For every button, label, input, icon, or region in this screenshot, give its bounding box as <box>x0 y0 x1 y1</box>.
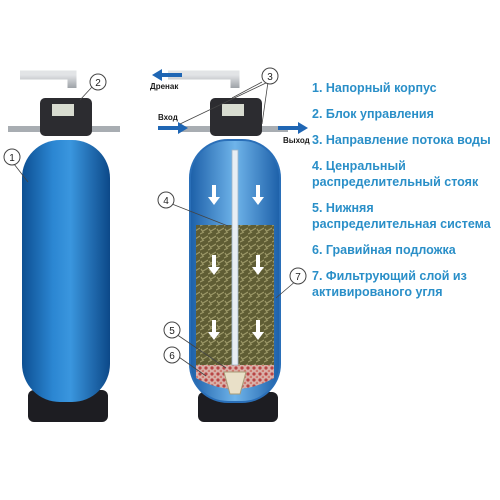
callout-1: 1 <box>3 148 21 166</box>
callout-3: 3 <box>261 67 279 85</box>
flow-arrows <box>208 185 264 340</box>
legend-item-2: 2. Блок управления <box>312 107 434 121</box>
legend-item-1: 1. Напорный корпус <box>312 81 437 95</box>
left-control-valve <box>40 98 92 136</box>
drain-arrow <box>152 69 182 81</box>
drain-pipe <box>168 70 240 88</box>
central-riser <box>231 149 239 366</box>
legend: 1. Напорный корпус 2. Блок управления 3.… <box>312 80 498 310</box>
callout-4: 4 <box>157 191 175 209</box>
legend-item-4: 4. Ценральный распределительный стояк <box>312 159 479 189</box>
right-display <box>222 104 244 116</box>
left-tank <box>8 70 120 422</box>
svg-text:3: 3 <box>267 72 273 83</box>
callout-7: 7 <box>289 267 307 285</box>
legend-item-7: 7. Фильтрующий слой из активированого уг… <box>312 269 467 299</box>
svg-text:4: 4 <box>163 196 169 207</box>
left-pressure-vessel <box>22 140 110 402</box>
right-control-valve <box>210 98 262 136</box>
callout-5: 5 <box>163 321 181 339</box>
left-display <box>52 104 74 116</box>
legend-item-5: 5. Нижняя распределительная система <box>312 201 491 231</box>
callout-6: 6 <box>163 346 181 364</box>
external-arrows <box>152 69 308 134</box>
drain-label: Дренак <box>150 82 179 91</box>
legend-item-3: 3. Направление потока воды <box>312 133 491 147</box>
svg-text:5: 5 <box>169 326 175 337</box>
inlet-label: Вход <box>158 113 178 122</box>
outlet-label: Выход <box>283 136 310 145</box>
svg-text:7: 7 <box>295 272 301 283</box>
left-bypass-pipe <box>20 70 77 88</box>
bottom-distributor <box>223 371 247 395</box>
callouts: 1 2 3 4 7 5 6 <box>3 67 307 364</box>
leader-lines <box>13 81 298 377</box>
inlet-arrow <box>158 122 188 134</box>
callout-2: 2 <box>89 73 107 91</box>
legend-item-6: 6. Гравийная подложка <box>312 243 456 257</box>
svg-text:2: 2 <box>95 78 101 89</box>
right-tank <box>168 70 288 422</box>
svg-text:6: 6 <box>169 351 175 362</box>
svg-text:1: 1 <box>9 153 15 164</box>
outlet-arrow <box>278 122 308 134</box>
